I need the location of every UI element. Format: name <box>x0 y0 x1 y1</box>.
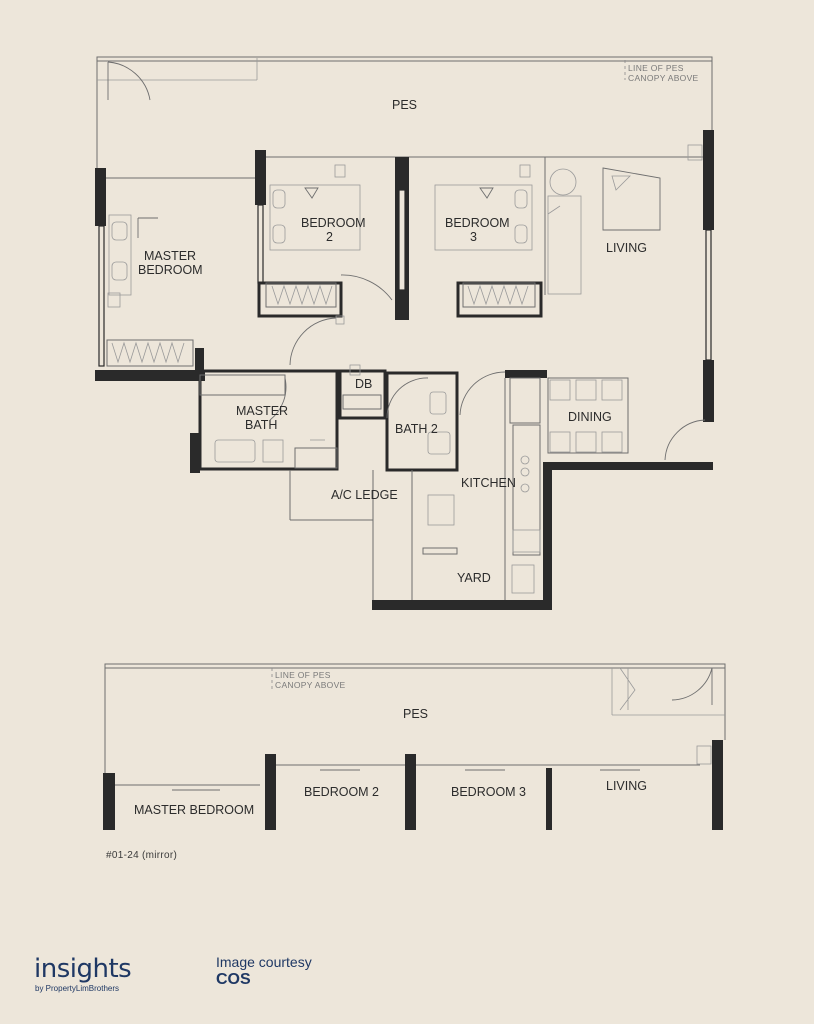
main-floor-plan <box>95 56 714 610</box>
image-courtesy-source: COS <box>216 971 251 988</box>
unit-note: #01-24 (mirror) <box>106 850 177 861</box>
master-bedroom-label-2: BEDROOM <box>138 263 203 277</box>
mirror-bedroom2-label: BEDROOM 2 <box>304 785 379 799</box>
master-bath-label-1: MASTER <box>236 404 288 418</box>
bedroom2-label-1: BEDROOM <box>301 216 366 230</box>
brand-logo-text: insights <box>34 954 132 984</box>
image-courtesy-label: Image courtesy <box>216 954 312 970</box>
mirror-bedroom3-label: BEDROOM 3 <box>451 785 526 799</box>
yard-label: YARD <box>457 571 491 585</box>
mirror-plan-labels: LINE OF PES CANOPY ABOVE PES MASTER BEDR… <box>106 670 647 861</box>
ac-ledge-label: A/C LEDGE <box>331 488 398 502</box>
mirror-line-of-pes-label: LINE OF PES <box>275 670 331 680</box>
line-of-pes-label: LINE OF PES <box>628 63 684 73</box>
bath2-label: BATH 2 <box>395 422 438 436</box>
mirror-canopy-above-label: CANOPY ABOVE <box>275 680 346 690</box>
dining-label: DINING <box>568 410 612 424</box>
master-bedroom-label-1: MASTER <box>144 249 196 263</box>
mirror-floor-plan <box>103 663 726 830</box>
mirror-master-bedroom-label: MASTER BEDROOM <box>134 803 254 817</box>
mirror-pes-label: PES <box>403 707 428 721</box>
brand-subtitle: by PropertyLimBrothers <box>35 984 120 993</box>
footer: insights by PropertyLimBrothers Image co… <box>0 940 814 1024</box>
canopy-above-label: CANOPY ABOVE <box>628 73 699 83</box>
bedroom2-label-2: 2 <box>326 230 333 244</box>
master-bath-label-2: BATH <box>245 418 277 432</box>
master-bedroom-wall-left <box>95 168 106 226</box>
floor-plan-diagram: LINE OF PES CANOPY ABOVE PES MASTER BEDR… <box>95 56 726 861</box>
bedroom3-label-2: 3 <box>470 230 477 244</box>
db-label: DB <box>355 377 372 391</box>
kitchen-label: KITCHEN <box>461 476 516 490</box>
mirror-living-label: LIVING <box>606 779 647 793</box>
living-label: LIVING <box>606 241 647 255</box>
main-plan-labels: LINE OF PES CANOPY ABOVE PES MASTER BEDR… <box>138 63 699 585</box>
master-bedroom-wall-bottom <box>95 370 205 381</box>
bedroom3-label-1: BEDROOM <box>445 216 510 230</box>
pes-label: PES <box>392 98 417 112</box>
pes-boundary <box>96 56 713 62</box>
